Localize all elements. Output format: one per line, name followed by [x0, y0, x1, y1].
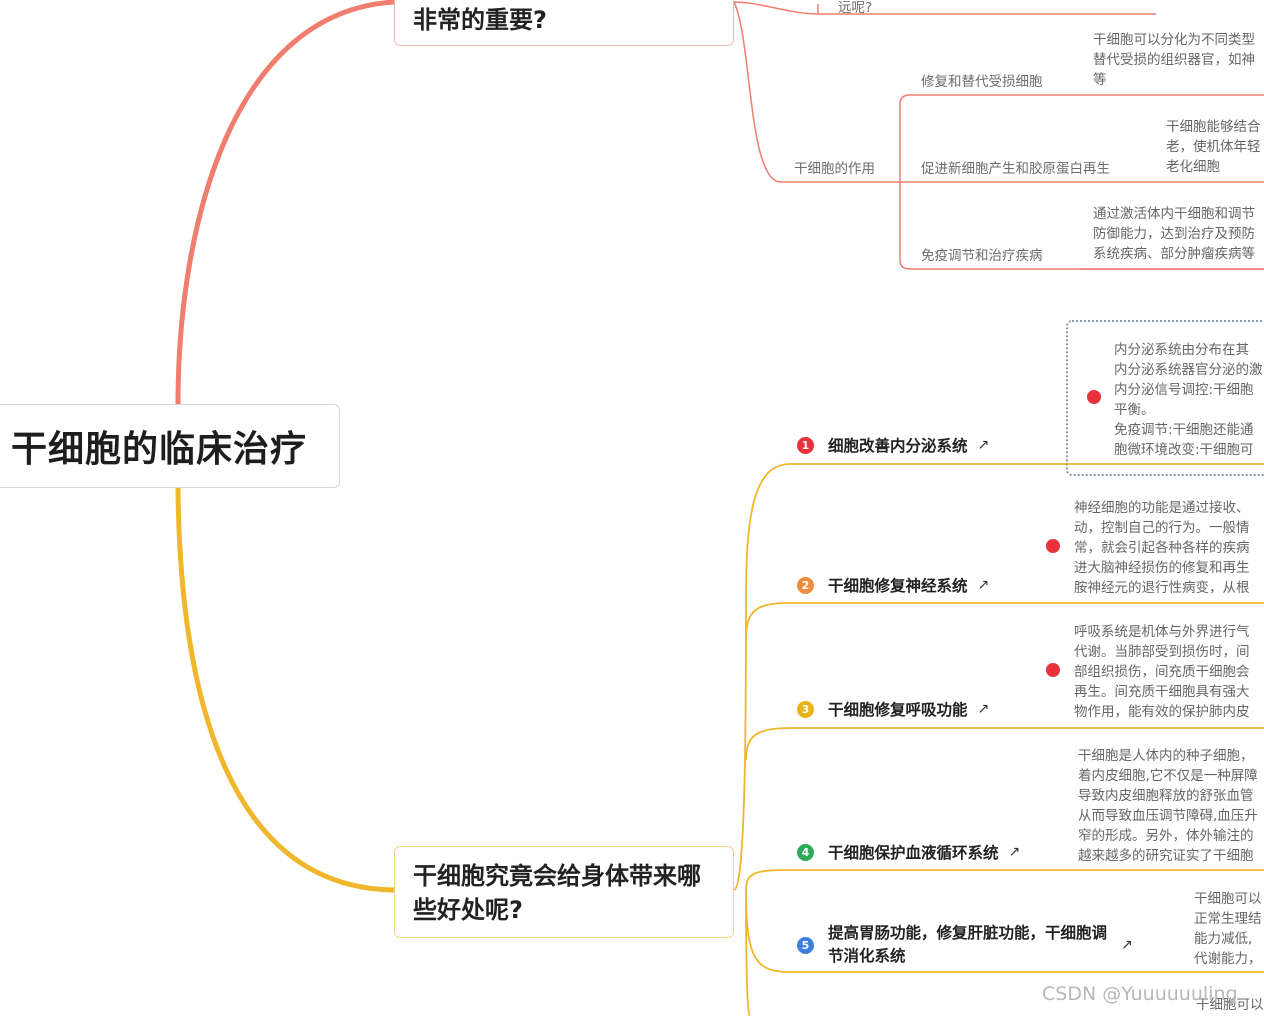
number-badge-5: 5	[797, 936, 814, 954]
role-item-repair[interactable]: 修复和替代受损细胞	[921, 74, 1043, 90]
role-item-regen-detail: 干细胞能够结合 老，使机体年轻 老化细胞	[1166, 119, 1261, 175]
connector-item4	[745, 869, 1264, 891]
clipped-next-item: 干细胞可以	[1196, 997, 1264, 1013]
root-title: 干细胞的临床治疗	[11, 429, 308, 470]
csdn-watermark: CSDN @Yuuuuuuling	[1042, 983, 1238, 1005]
top-topic-title: 非常的重要?	[413, 6, 547, 34]
connector-item2	[745, 602, 1264, 641]
role-item-repair-detail: 干细胞可以分化为不同类型 替代受损的组织器官，如神 等	[1093, 32, 1255, 88]
external-link-icon[interactable]: ↗	[977, 437, 990, 453]
connector-bottom-trunk	[733, 463, 791, 891]
benefit-item-label: 干细胞修复呼吸功能	[828, 701, 968, 719]
benefits-topic[interactable]: 干细胞究竟会给身体带来哪些好处呢?	[394, 846, 734, 938]
number-badge-1: 1	[797, 436, 814, 454]
item1-marker-dot	[1087, 390, 1101, 404]
connector-root-to-top	[175, 0, 397, 407]
role-item-immune[interactable]: 免疫调节和治疗疾病	[921, 248, 1043, 264]
stem-cell-role-label[interactable]: 干细胞的作用	[794, 161, 875, 177]
benefits-topic-title: 干细胞究竟会给身体带来哪些好处呢?	[413, 862, 701, 924]
benefit-item-label: 干细胞修复神经系统	[828, 577, 968, 595]
item3-marker-dot	[1046, 663, 1060, 677]
connector-role-bracket	[899, 94, 1264, 182]
external-link-icon[interactable]: ↗	[1008, 844, 1021, 860]
item1-detail: 内分泌系统由分布在其 内分泌系统器官分泌的激 内分泌信号调控:干细胞 平衡。 免…	[1114, 342, 1263, 458]
benefit-item-nervous[interactable]: 2 干细胞修复神经系统 ↗	[797, 574, 989, 596]
benefit-item-respiratory[interactable]: 3 干细胞修复呼吸功能 ↗	[797, 698, 989, 720]
number-badge-4: 4	[797, 843, 814, 861]
external-link-icon[interactable]: ↗	[977, 577, 990, 593]
top-topic[interactable]: 非常的重要?	[394, 0, 734, 46]
benefit-item-circulatory[interactable]: 4 干细胞保护血液循环系统 ↗	[797, 841, 1020, 863]
item2-marker-dot	[1046, 539, 1060, 553]
item4-detail: 干细胞是人体内的种子细胞， 着内皮细胞,它不仅是一种屏障 导致内皮细胞释放的舒张…	[1078, 748, 1258, 864]
role-item-regen[interactable]: 促进新细胞产生和胶原蛋白再生	[921, 161, 1110, 177]
connector-top-to-clipped	[733, 1, 819, 15]
benefit-item-endocrine[interactable]: 1 细胞改善内分泌系统 ↗	[797, 434, 989, 456]
external-link-icon[interactable]: ↗	[977, 701, 990, 717]
benefit-item-label: 提高胃肠功能，修复肝脏功能，干细胞调 节消化系统	[828, 924, 1108, 965]
connector-root-to-bottom	[175, 485, 397, 893]
benefit-item-label: 干细胞保护血液循环系统	[828, 844, 999, 862]
connector-top-to-role	[733, 1, 781, 183]
item3-detail: 呼吸系统是机体与外界进行气 代谢。当肺部受到损伤时，间 部组织损伤，间充质干细胞…	[1074, 624, 1250, 720]
connector-role-bracket-bottom	[899, 182, 1264, 270]
benefit-item-label: 细胞改善内分泌系统	[828, 437, 968, 455]
connector-item3	[745, 727, 1264, 761]
item2-detail: 神经细胞的功能是通过接收、 动，控制自己的行为。一般情 常，就会引起各种各样的疾…	[1074, 500, 1250, 596]
root-topic[interactable]: 干细胞的临床治疗	[0, 404, 340, 488]
external-link-icon[interactable]: ↗	[1121, 937, 1133, 953]
benefit-item-digestive[interactable]: 5 提高胃肠功能，修复肝脏功能，干细胞调 节消化系统 ↗	[797, 922, 1133, 968]
number-badge-2: 2	[797, 576, 814, 594]
connector-item6	[745, 889, 751, 1016]
item1-detail-box	[1066, 320, 1264, 476]
role-item-immune-detail: 通过激活体内干细胞和调节 防御能力，达到治疗及预防 系统疾病、部分肿瘤疾病等	[1093, 206, 1255, 262]
clipped-question: 远呢?	[838, 0, 873, 16]
item5-detail: 干细胞可以 正常生理结 能力减低, 代谢能力，	[1194, 891, 1262, 967]
number-badge-3: 3	[797, 700, 814, 718]
